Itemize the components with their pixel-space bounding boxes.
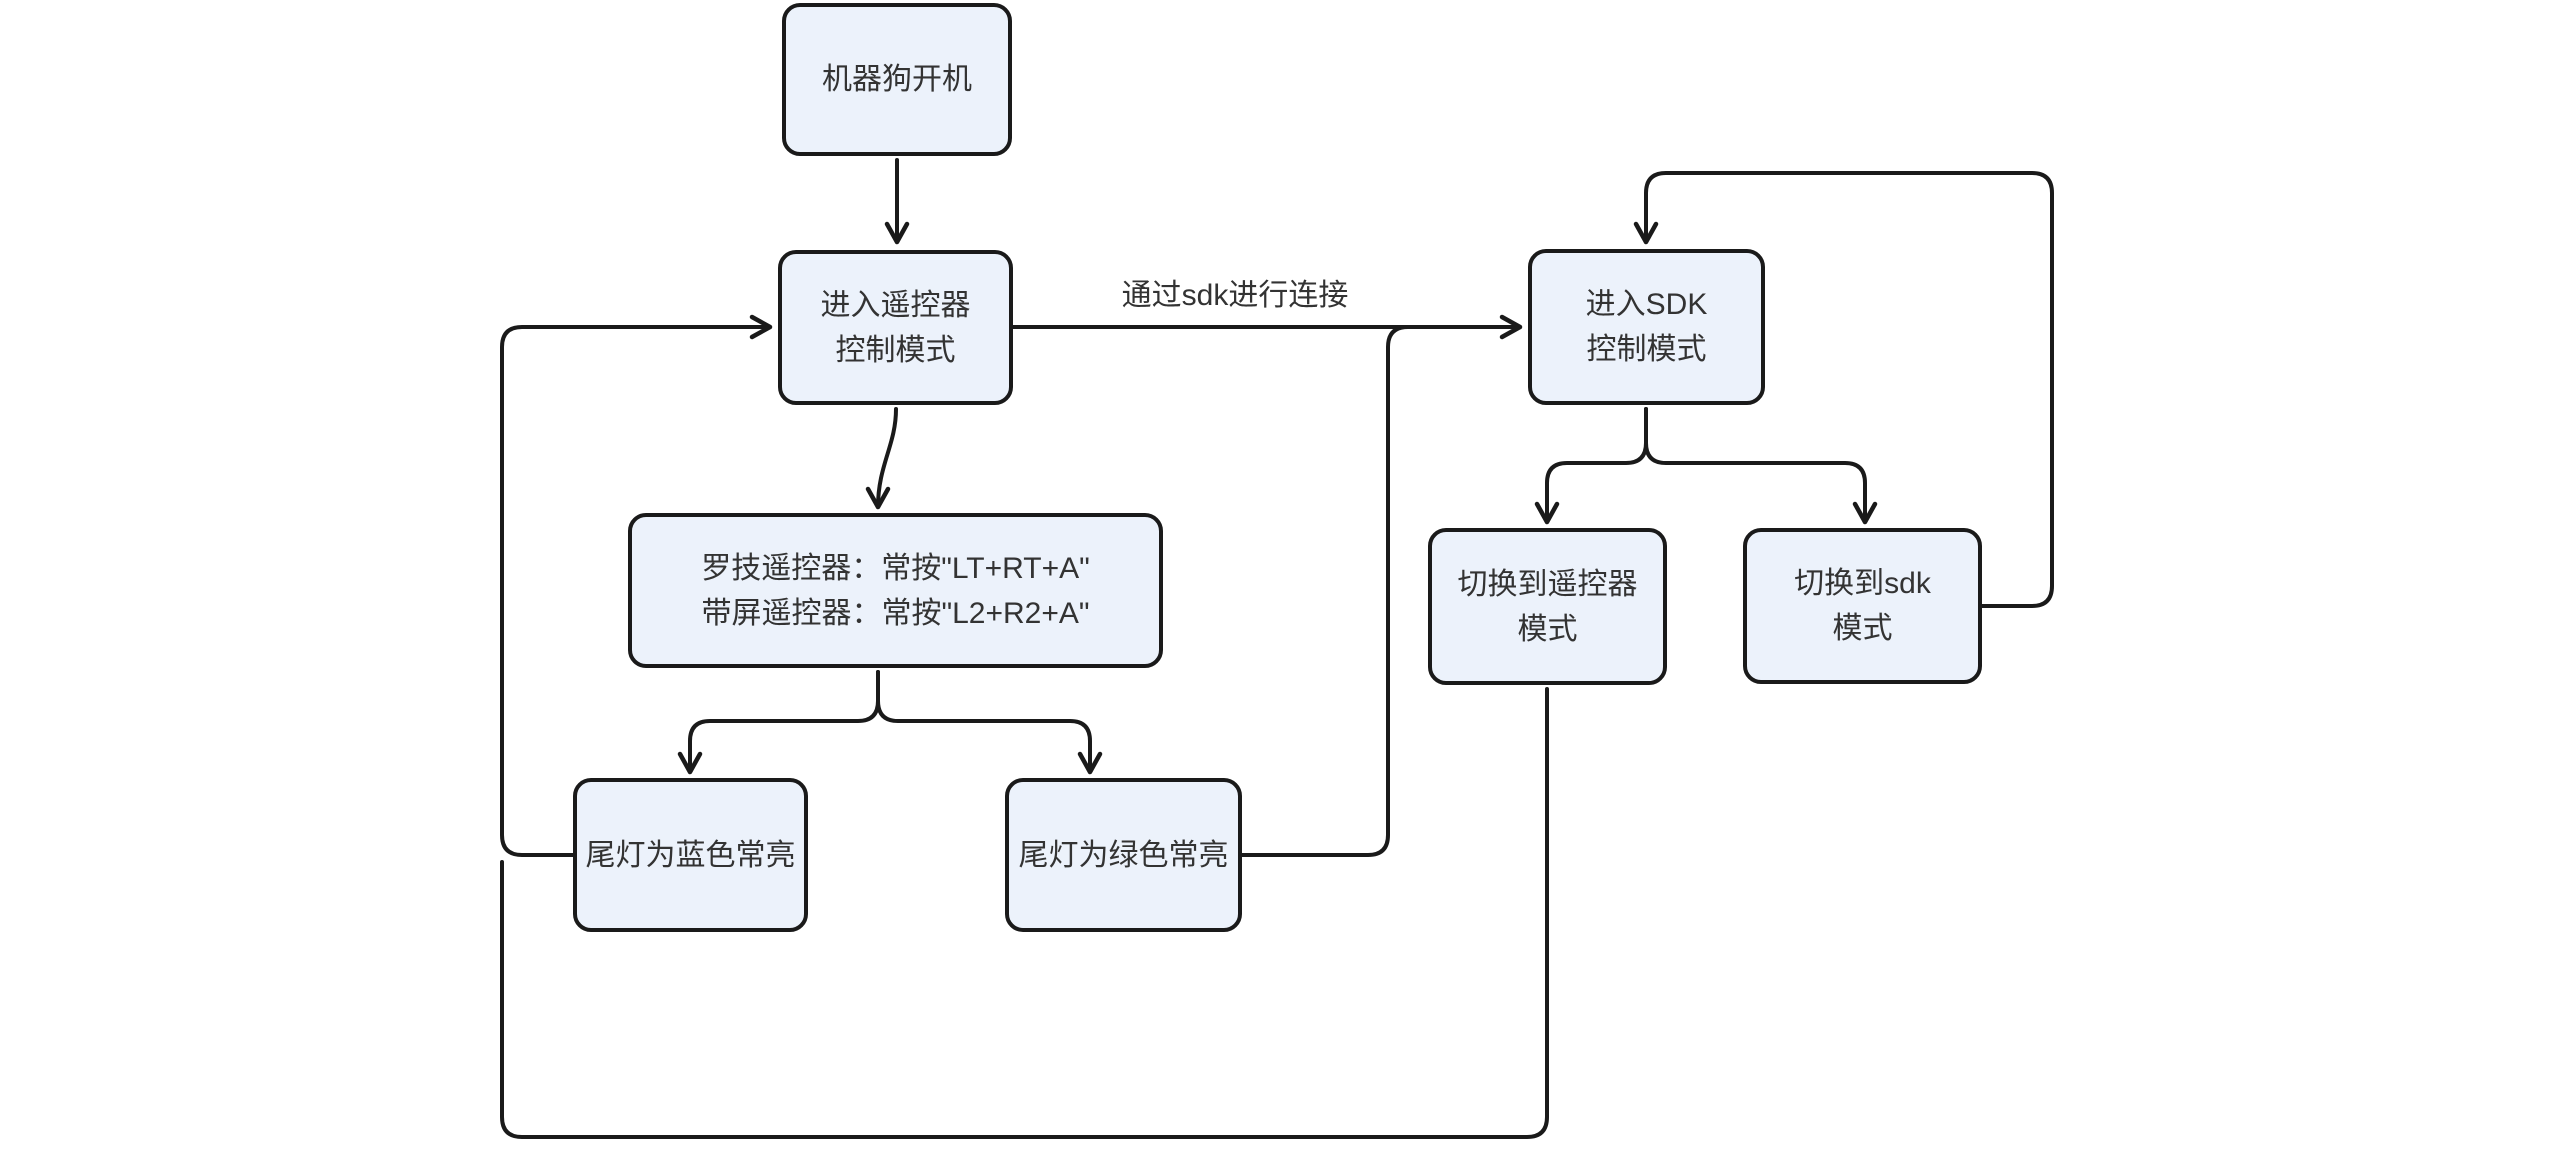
node-switch-to-sdk-mode: 切换到sdk 模式 — [1743, 528, 1982, 684]
node-label: 切换到sdk — [1794, 567, 1931, 600]
edge-hold-buttons-to-blue-light — [677, 670, 880, 775]
node-tail-light-green: 尾灯为绿色常亮 — [1005, 778, 1242, 932]
node-power-on: 机器狗开机 — [782, 3, 1012, 156]
edge-label-sdk-connect: 通过sdk进行连接 — [1121, 279, 1349, 313]
node-tail-light-blue: 尾灯为蓝色常亮 — [573, 778, 808, 932]
node-label: 切换到遥控器 — [1457, 567, 1638, 601]
edge-sdk-mode-to-switch-sdk — [1644, 407, 1878, 525]
node-label: 进入SDK — [1585, 288, 1708, 321]
edge-blue-light-to-rc-mode — [500, 314, 773, 857]
node-label: 罗技遥控器：常按"LT+RT+A" — [701, 551, 1090, 585]
edge-green-light-to-sdk-mode — [1240, 325, 1472, 857]
edge-switch-sdk-to-sdk-mode — [1633, 171, 2054, 608]
node-label: 进入遥控器 — [820, 288, 971, 322]
node-label: 模式 — [1517, 612, 1578, 646]
node-sdk-control-mode: 进入SDK 控制模式 — [1528, 249, 1765, 405]
node-label: 模式 — [1832, 612, 1893, 645]
node-label: 尾灯为蓝色常亮 — [585, 838, 796, 872]
edge-switch-rc-to-rc-mode — [500, 687, 1549, 1139]
node-label: 机器狗开机 — [822, 63, 972, 96]
node-hold-buttons: 罗技遥控器：常按"LT+RT+A" 带屏遥控器：常按"L2+R2+A" — [628, 513, 1163, 668]
node-switch-to-rc-mode: 切换到遥控器 模式 — [1428, 528, 1667, 685]
node-label: 控制模式 — [835, 333, 956, 367]
edge-sdk-mode-to-switch-rc — [1534, 407, 1648, 525]
node-label: 尾灯为绿色常亮 — [1018, 838, 1229, 872]
node-label: 带屏遥控器：常按"L2+R2+A" — [701, 596, 1090, 630]
node-rc-control-mode: 进入遥控器 控制模式 — [778, 250, 1013, 405]
edge-hold-buttons-to-green-light — [876, 670, 1103, 775]
edge-rc-mode-to-hold-buttons — [865, 407, 898, 510]
node-label: 控制模式 — [1586, 333, 1707, 366]
